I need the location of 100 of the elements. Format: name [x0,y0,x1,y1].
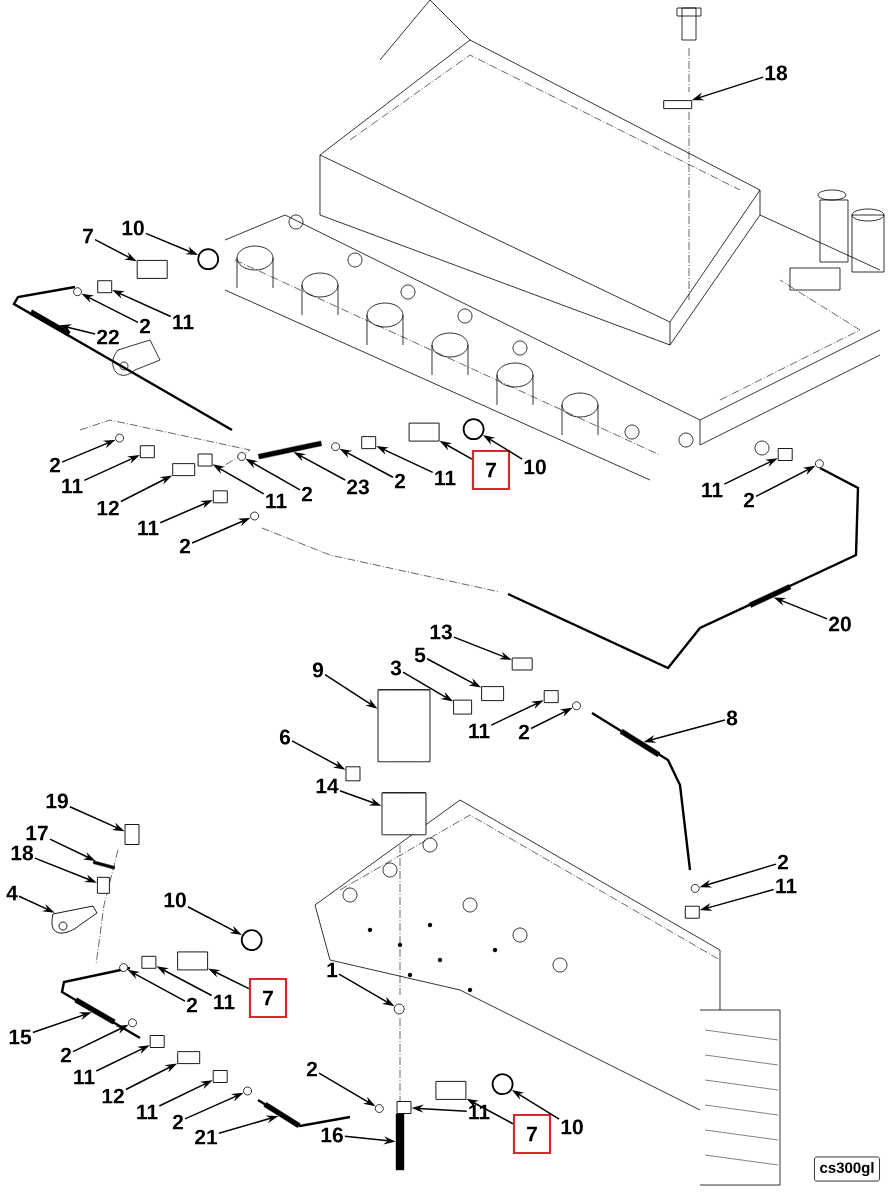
ring-part [374,1104,384,1113]
callout-number: 12 [102,1088,124,1104]
ring-part [815,459,824,469]
ring-part [393,1003,405,1015]
fitting-part [453,699,473,715]
ring-part [331,442,340,451]
tube-part [74,997,116,1025]
fitting-part [777,448,793,461]
callout-number: 2 [743,492,754,508]
fitting-part [172,463,196,477]
tube-part [748,584,792,608]
callout-number: 2 [179,538,190,554]
ring-part [690,884,700,893]
callout-number: 7 [248,977,288,1019]
callout-number: 8 [726,710,738,726]
tube-part [258,440,322,460]
ring-part [250,511,259,521]
callout-number: 11 [138,520,159,536]
callout-number: 11 [214,994,235,1010]
callout-number: 11 [137,1104,158,1120]
ring-part [119,963,128,972]
callout-number: 7 [83,228,93,244]
fitting-part [149,1035,165,1048]
callout-number: 2 [60,1047,71,1063]
callout-number: 11 [469,1104,490,1120]
figure-code: cs300gl [814,1156,880,1182]
callout-number: 2 [306,1061,317,1077]
callout-number: 11 [702,482,723,498]
cylinder-part [381,792,427,836]
ring-part [73,287,82,297]
fitting-part [97,280,113,294]
callout-number: 4 [6,885,18,901]
callout-number: 2 [186,997,197,1013]
ring-part [243,1086,252,1096]
callout-number: 2 [301,486,312,502]
callout-number: 9 [312,662,324,678]
fitting-part [124,824,140,845]
fitting-part [177,951,209,971]
tube-part [29,309,71,337]
callout-number: 15 [9,1029,32,1045]
callout-number: 11 [435,470,456,486]
fitting-part [136,259,168,279]
fitting-part [396,1101,412,1114]
fitting-part [481,686,505,702]
callout-number: 2 [172,1114,183,1130]
fitting-part [511,657,533,671]
fitting-part [197,453,213,467]
callout-number: 2 [139,318,150,334]
ring-part [115,433,124,443]
callout-number: 22 [97,329,119,345]
callout-number: 17 [26,825,48,841]
callout-number: 2 [49,457,60,473]
fitting-part [684,905,700,919]
ring-part [128,1018,137,1028]
callout-number: 3 [390,660,402,676]
ring-part [237,452,247,461]
bracket-drawing [51,905,98,934]
callout-number: 21 [195,1129,218,1145]
fitting-part [212,1070,228,1083]
callout-number: 10 [524,459,546,475]
callout-number: 2 [518,724,529,740]
cylinder-part [377,689,431,763]
callout-number: 2 [777,854,788,870]
fitting-part [663,100,693,110]
callout-number: 1 [327,962,338,978]
callout-number: 7 [512,1113,552,1155]
fitting-part [435,1080,467,1100]
callout-number: 10 [122,220,144,236]
tube-part [263,1102,301,1128]
ring-part [491,1073,514,1096]
callout-number: 16 [321,1127,343,1143]
fitting-part [212,490,228,504]
ring-part [462,418,485,441]
callout-number: 11 [266,493,287,509]
fitting-part [177,1051,201,1065]
fitting-part [543,690,559,704]
fitting-part [96,876,110,894]
tube-part [619,729,661,757]
callout-number: 10 [164,892,186,908]
callout-number: 19 [46,793,68,809]
ring-part [240,929,263,951]
fitting-part [408,422,440,442]
fitting-part [141,955,157,969]
callout-number: 5 [414,647,426,663]
callout-number: 10 [561,1119,583,1135]
callout-number: 18 [765,65,787,81]
callout-number: 23 [347,479,369,495]
callout-number: 7 [471,449,511,491]
callout-number: 11 [62,478,83,494]
callout-number: 11 [74,1069,95,1085]
callout-number: 18 [11,845,33,861]
fitting-part [345,766,361,782]
callout-number: 2 [394,473,405,489]
fitting-part [361,436,377,450]
callout-number: 11 [173,314,194,330]
callout-number: 13 [430,624,452,640]
callout-number: 14 [316,778,339,794]
callout-number: 11 [469,723,490,739]
ring-part [572,701,581,711]
callout-number: 6 [279,729,291,745]
